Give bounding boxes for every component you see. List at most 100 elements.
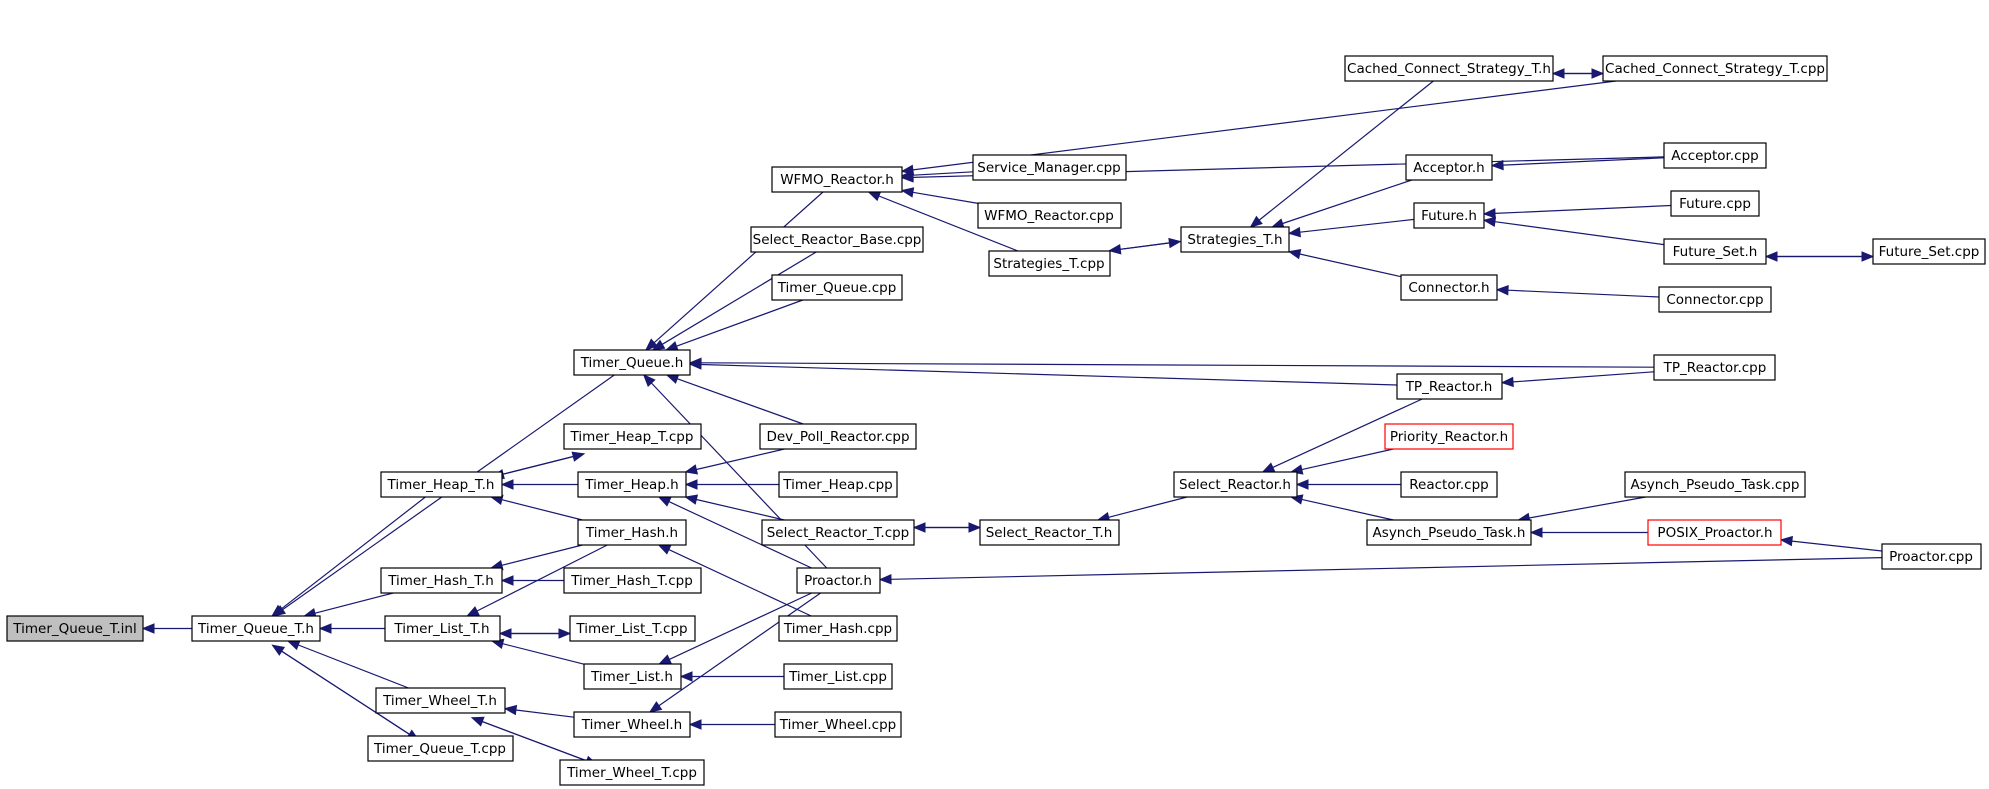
- node-timer-heap-t-h[interactable]: Timer_Heap_T.h: [380, 471, 503, 498]
- edge-select_reactor_base_cpp-to-timer_queue_h: [651, 251, 817, 351]
- edge-timer_queue_cpp-to-timer_queue_h: [664, 299, 804, 351]
- node-wfmo-reactor-h[interactable]: WFMO_Reactor.h: [771, 166, 903, 193]
- node-asynch-pseudo-task-cpp[interactable]: Asynch_Pseudo_Task.cpp: [1624, 471, 1806, 498]
- svg-text:Proactor.h: Proactor.h: [804, 573, 872, 589]
- node-posix-proactor-h[interactable]: POSIX_Proactor.h: [1647, 519, 1782, 546]
- edge-line: [1282, 179, 1412, 225]
- svg-text:Timer_Wheel.h: Timer_Wheel.h: [581, 717, 682, 733]
- edge-timer_wheel_t_cpp-to-timer_wheel_t_h: [470, 716, 598, 766]
- node-timer-wheel-t-h[interactable]: Timer_Wheel_T.h: [375, 687, 506, 714]
- node-service-manager-cpp[interactable]: Service_Manager.cpp: [972, 154, 1127, 181]
- edge-arrowhead: [1500, 376, 1514, 388]
- node-timer-wheel-t-cpp[interactable]: Timer_Wheel_T.cpp: [559, 759, 705, 786]
- edge-line: [912, 171, 974, 176]
- edge-arrowhead: [1529, 527, 1543, 538]
- svg-text:Acceptor.cpp: Acceptor.cpp: [1671, 148, 1758, 164]
- edge-future_set_h-to-future_h: [1482, 216, 1665, 246]
- node-future-set-cpp[interactable]: Future_Set.cpp: [1872, 238, 1986, 265]
- edge-line: [700, 362, 1655, 368]
- node-priority-reactor-h[interactable]: Priority_Reactor.h: [1384, 423, 1514, 450]
- edge-arrowhead: [466, 606, 480, 617]
- node-timer-heap-h[interactable]: Timer_Heap.h: [577, 471, 687, 498]
- node-select-reactor-t-cpp[interactable]: Select_Reactor_T.cpp: [761, 519, 915, 546]
- node-timer-wheel-cpp[interactable]: Timer_Wheel.cpp: [774, 711, 902, 738]
- node-proactor-cpp[interactable]: Proactor.cpp: [1881, 543, 1982, 570]
- node-timer-queue-t-cpp[interactable]: Timer_Queue_T.cpp: [367, 735, 514, 762]
- edge-arrowhead: [648, 701, 663, 713]
- node-tp-reactor-h[interactable]: TP_Reactor.h: [1396, 373, 1503, 400]
- node-timer-queue-cpp[interactable]: Timer_Queue.cpp: [771, 274, 903, 301]
- node-select-reactor-base-cpp[interactable]: Select_Reactor_Base.cpp: [750, 226, 924, 253]
- node-timer-list-t-cpp[interactable]: Timer_List_T.cpp: [569, 615, 696, 642]
- node-timer-hash-h[interactable]: Timer_Hash.h: [577, 519, 687, 546]
- node-timer-heap-cpp[interactable]: Timer_Heap.cpp: [778, 471, 898, 498]
- svg-text:Timer_Heap_T.h: Timer_Heap_T.h: [387, 477, 495, 493]
- edge-arrowhead: [684, 464, 699, 475]
- node-cached-connect-strategy-t-cpp[interactable]: Cached_Connect_Strategy_T.cpp: [1602, 55, 1828, 82]
- edge-line: [1109, 242, 1170, 252]
- edge-arrowhead: [968, 522, 982, 533]
- edge-timer_hash_t_cpp-to-timer_hash_t_h: [500, 575, 564, 586]
- node-acceptor-h[interactable]: Acceptor.h: [1405, 154, 1493, 181]
- node-acceptor-cpp[interactable]: Acceptor.cpp: [1663, 142, 1767, 169]
- edge-timer_hash_t_h-to-timer_queue_t_h: [303, 592, 394, 619]
- edge-arrowhead: [684, 494, 699, 505]
- node-timer-hash-cpp[interactable]: Timer_Hash.cpp: [778, 615, 898, 642]
- node-asynch-pseudo-task-h[interactable]: Asynch_Pseudo_Task.h: [1366, 519, 1532, 546]
- node-future-set-h[interactable]: Future_Set.h: [1663, 238, 1767, 265]
- svg-text:Proactor.cpp: Proactor.cpp: [1889, 549, 1973, 565]
- node-timer-queue-h[interactable]: Timer_Queue.h: [573, 349, 691, 376]
- edge-arrowhead: [1482, 216, 1497, 228]
- node-strategies-t-h[interactable]: Strategies_T.h: [1180, 226, 1290, 253]
- edge-select_reactor_h-to-select_reactor_t_h: [1096, 496, 1188, 523]
- edge-arrowhead: [688, 357, 702, 369]
- node-future-cpp[interactable]: Future.cpp: [1670, 190, 1760, 217]
- edge-arrowhead: [900, 187, 915, 198]
- node-timer-wheel-h[interactable]: Timer_Wheel.h: [573, 711, 691, 738]
- node-reactor-cpp[interactable]: Reactor.cpp: [1400, 471, 1498, 498]
- svg-text:Asynch_Pseudo_Task.h: Asynch_Pseudo_Task.h: [1373, 525, 1526, 541]
- edge-tp_reactor_cpp-to-tp_reactor_h: [1500, 371, 1655, 388]
- edge-select_reactor_t_cpp-to-select_reactor_t_h: [914, 522, 982, 533]
- node-timer-hash-t-cpp[interactable]: Timer_Hash_T.cpp: [563, 567, 702, 594]
- edge-line: [1528, 496, 1646, 519]
- edge-posix_proactor_h-to-asynch_pseudo_task_h: [1529, 527, 1648, 538]
- edge-timer_wheel_t_h-to-timer_queue_t_h: [286, 640, 409, 689]
- node-future-h[interactable]: Future.h: [1413, 202, 1485, 229]
- node-timer-queue-t-inl[interactable]: Timer_Queue_T.inl: [6, 615, 144, 642]
- edge-line: [696, 498, 785, 521]
- node-timer-list-t-h[interactable]: Timer_List_T.h: [384, 615, 501, 642]
- svg-text:Connector.h: Connector.h: [1408, 280, 1489, 296]
- node-select-reactor-h[interactable]: Select_Reactor.h: [1173, 471, 1298, 498]
- node-proactor-h[interactable]: Proactor.h: [796, 567, 881, 594]
- node-connector-h[interactable]: Connector.h: [1400, 274, 1498, 301]
- edge-arrowhead: [679, 671, 693, 682]
- edge-timer_list_t_h-to-timer_queue_t_h: [318, 623, 385, 634]
- node-tp-reactor-cpp[interactable]: TP_Reactor.cpp: [1653, 354, 1776, 381]
- node-dev-poll-reactor-cpp[interactable]: Dev_Poll_Reactor.cpp: [759, 423, 917, 450]
- node-timer-list-cpp[interactable]: Timer_List.cpp: [783, 663, 893, 690]
- svg-text:Future.cpp: Future.cpp: [1679, 196, 1751, 212]
- node-wfmo-reactor-cpp[interactable]: WFMO_Reactor.cpp: [977, 202, 1122, 229]
- edge-line: [878, 195, 1019, 252]
- svg-text:Timer_Hash.h: Timer_Hash.h: [585, 525, 678, 541]
- node-timer-list-h[interactable]: Timer_List.h: [583, 663, 682, 690]
- edge-line: [912, 191, 979, 204]
- node-timer-heap-t-cpp[interactable]: Timer_Heap_T.cpp: [563, 423, 702, 450]
- edge-arrowhead: [1495, 284, 1509, 296]
- edge-arrowhead: [1482, 208, 1496, 219]
- svg-text:Timer_Hash_T.cpp: Timer_Hash_T.cpp: [570, 573, 693, 589]
- svg-text:Timer_Queue.cpp: Timer_Queue.cpp: [777, 280, 897, 296]
- edge-wfmo_reactor_h-to-timer_queue_h: [645, 191, 824, 351]
- svg-text:Timer_Hash.cpp: Timer_Hash.cpp: [783, 621, 892, 637]
- node-connector-cpp[interactable]: Connector.cpp: [1658, 286, 1772, 313]
- node-timer-queue-t-h[interactable]: Timer_Queue_T.h: [191, 615, 321, 642]
- node-cached-connect-strategy-t-h[interactable]: Cached_Connect_Strategy_T.h: [1344, 55, 1554, 82]
- svg-text:Timer_Hash_T.h: Timer_Hash_T.h: [387, 573, 494, 589]
- node-select-reactor-t-h[interactable]: Select_Reactor_T.h: [979, 519, 1120, 546]
- node-timer-hash-t-h[interactable]: Timer_Hash_T.h: [380, 567, 503, 594]
- edge-cached_connect_strategy_t_h-to-strategies_t_h: [1249, 80, 1434, 228]
- edge-line: [1299, 218, 1415, 233]
- node-strategies-t-cpp[interactable]: Strategies_T.cpp: [988, 250, 1111, 277]
